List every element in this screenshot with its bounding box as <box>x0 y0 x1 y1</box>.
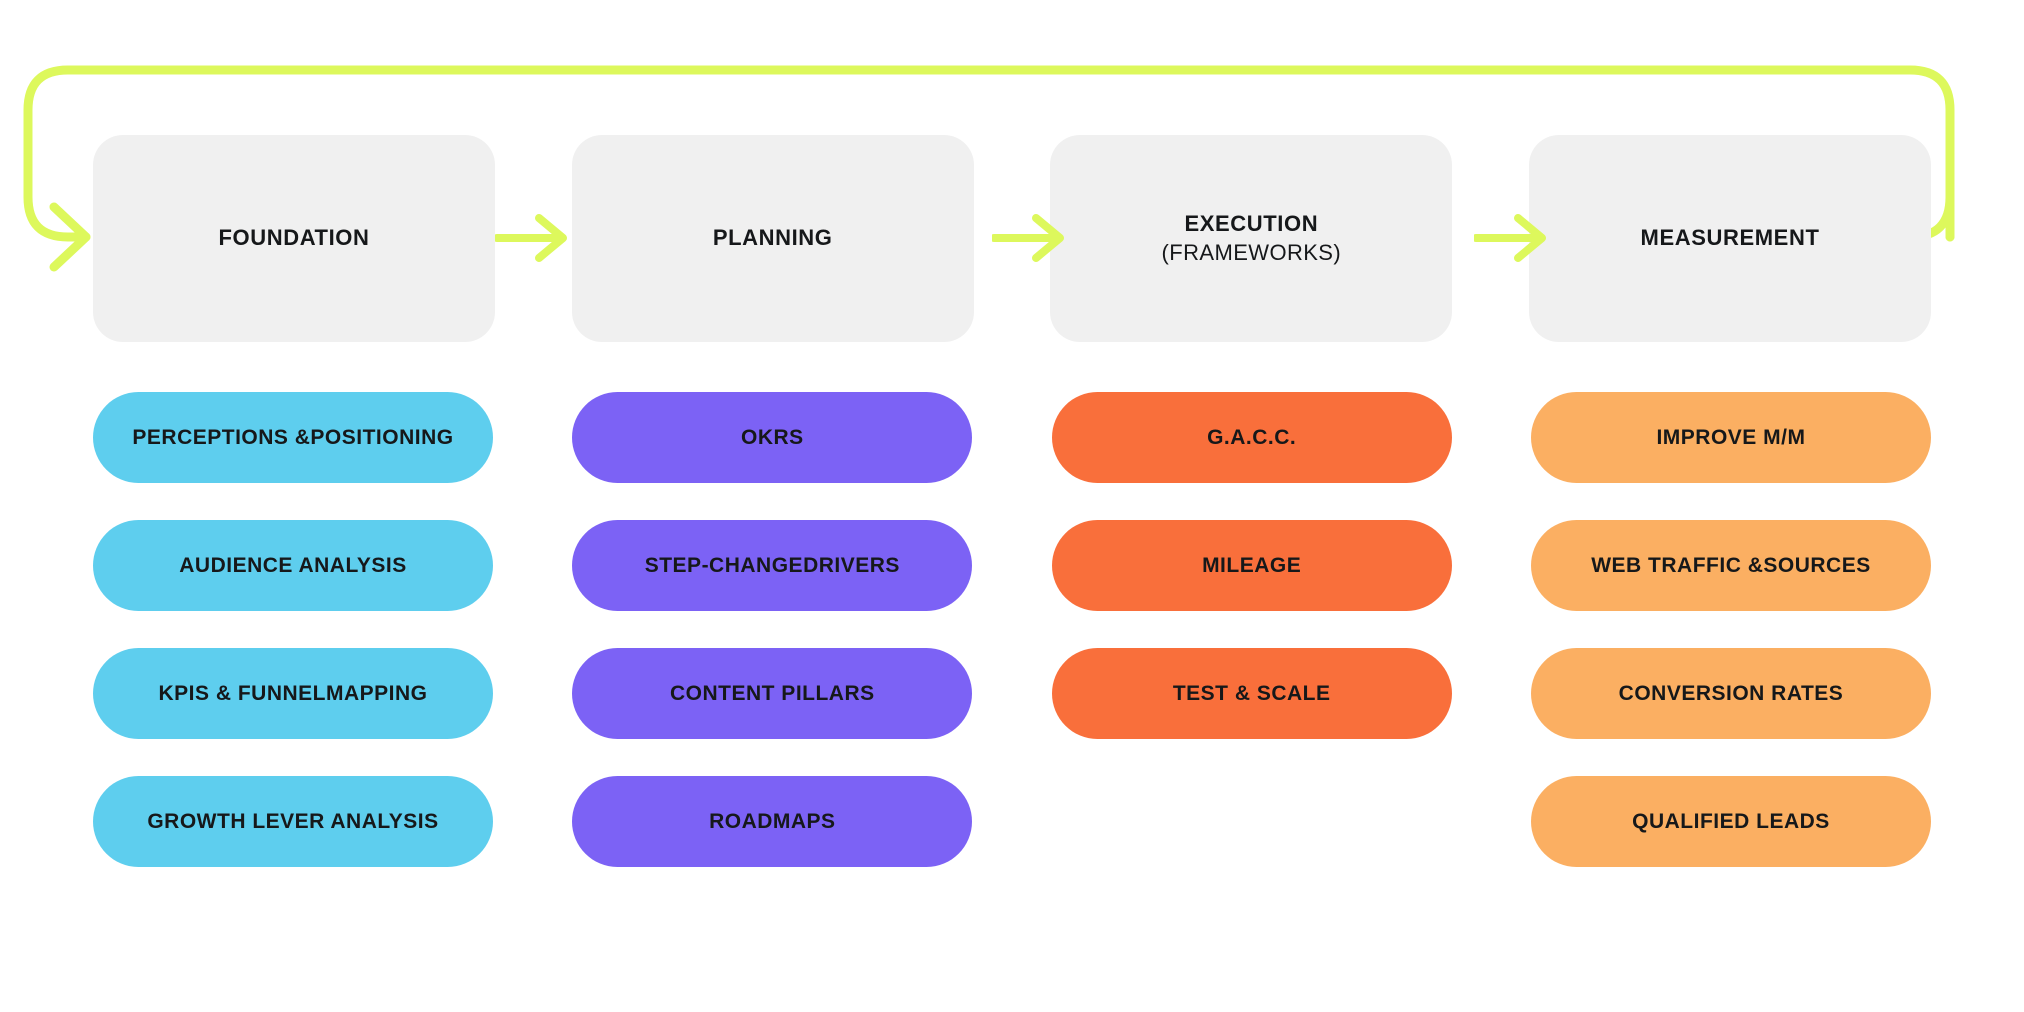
stage-box-execution[interactable]: EXECUTION (FRAMEWORKS) <box>1050 135 1453 342</box>
pill-item[interactable]: AUDIENCE ANALYSIS <box>93 520 493 611</box>
pill-label-line: DRIVERS <box>803 553 900 577</box>
pill-label-line: MILEAGE <box>1202 553 1302 577</box>
pill-label-line: GROWTH LEVER ANALYSIS <box>147 809 439 833</box>
pill-item[interactable]: PERCEPTIONS &POSITIONING <box>93 392 493 483</box>
pill-item[interactable]: QUALIFIED LEADS <box>1530 776 1931 867</box>
pill-label-line: POSITIONING <box>310 425 454 449</box>
pill-label-line: IMPROVE M/M <box>1656 425 1806 449</box>
pill-item[interactable]: IMPROVE M/M <box>1530 392 1931 483</box>
pill-columns: PERCEPTIONS &POSITIONING AUDIENCE ANALYSI… <box>93 392 1931 867</box>
column-measurement: IMPROVE M/M WEB TRAFFIC &SOURCES CONVERSIO… <box>1530 392 1931 867</box>
pill-item[interactable]: CONVERSION RATES <box>1530 648 1931 739</box>
pill-item[interactable]: OKRS <box>572 392 973 483</box>
stage-box-measurement[interactable]: MEASUREMENT <box>1529 135 1932 342</box>
pill-item[interactable]: WEB TRAFFIC &SOURCES <box>1530 520 1931 611</box>
pill-label-line: CONTENT PILLARS <box>669 681 875 705</box>
stage-row: FOUNDATION PLANNING EXECUTION (FRAMEWORK… <box>93 135 1932 342</box>
pill-label-line: QUALIFIED LEADS <box>1632 809 1830 833</box>
arrow-right-icon <box>495 214 567 262</box>
stage-title: MEASUREMENT <box>1640 225 1820 251</box>
pill-label-line: OKRS <box>740 425 804 449</box>
pill-label-line: TEST & SCALE <box>1172 681 1331 705</box>
stage-title: FOUNDATION <box>218 225 370 251</box>
stage-title: EXECUTION <box>1184 211 1319 237</box>
pill-item[interactable]: GROWTH LEVER ANALYSIS <box>93 776 493 867</box>
pill-label-line: KPIS & FUNNEL <box>158 681 326 705</box>
stage-box-planning[interactable]: PLANNING <box>571 135 974 342</box>
arrow-right-icon <box>992 214 1064 262</box>
pill-item[interactable]: CONTENT PILLARS <box>572 648 973 739</box>
stage-box-foundation[interactable]: FOUNDATION <box>93 135 495 342</box>
pill-item[interactable]: MILEAGE <box>1051 520 1452 611</box>
pill-item[interactable]: ROADMAPS <box>572 776 973 867</box>
pill-item[interactable]: TEST & SCALE <box>1051 648 1452 739</box>
pill-label-line: PERCEPTIONS & <box>132 425 311 449</box>
stage-subtitle: (FRAMEWORKS) <box>1161 239 1342 265</box>
pill-label-line: AUDIENCE ANALYSIS <box>179 553 407 577</box>
pill-item[interactable]: G.A.C.C. <box>1051 392 1452 483</box>
pill-label-line: STEP-CHANGE <box>644 553 804 577</box>
pill-label-line: ROADMAPS <box>709 809 836 833</box>
arrow-right-icon <box>1474 214 1546 262</box>
column-execution: G.A.C.C. MILEAGE TEST & SCALE <box>1051 392 1452 867</box>
pill-label-line: WEB TRAFFIC & <box>1591 553 1764 577</box>
pill-label-line: MAPPING <box>326 681 428 705</box>
column-foundation: PERCEPTIONS &POSITIONING AUDIENCE ANALYSI… <box>93 392 493 867</box>
stage-title: PLANNING <box>712 225 833 251</box>
pill-label-line: SOURCES <box>1763 553 1871 577</box>
pill-label-line: G.A.C.C. <box>1207 425 1297 449</box>
pill-label-line: CONVERSION RATES <box>1618 681 1844 705</box>
